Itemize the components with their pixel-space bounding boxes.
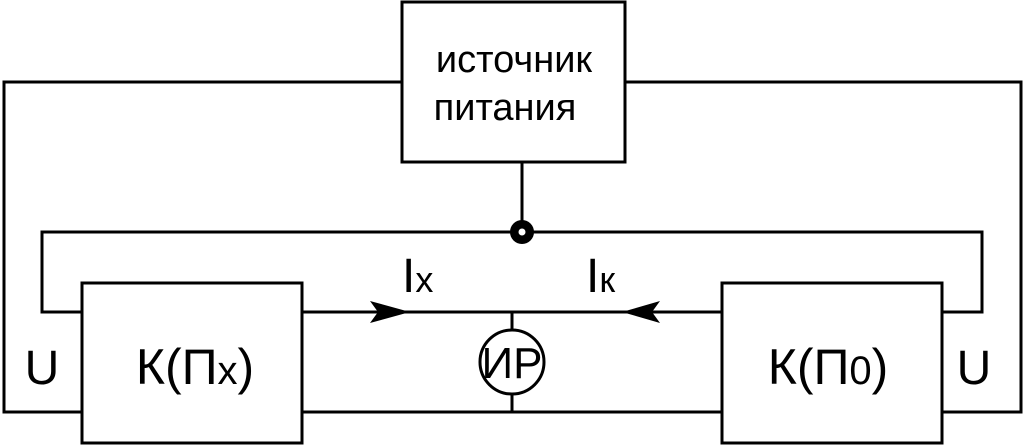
left-block-label-close: ) xyxy=(238,339,255,395)
right-block-label-close: ) xyxy=(872,339,889,395)
right-block-box xyxy=(720,281,944,445)
power-source-label-line2: питания xyxy=(434,87,577,129)
meter-circle xyxy=(478,328,546,396)
voltage-label-left: U xyxy=(25,342,60,395)
arrow-left-icon xyxy=(622,301,660,323)
meter-label: ИР xyxy=(482,339,543,388)
current-label-right: Iк xyxy=(586,250,615,303)
outer-wire-right xyxy=(625,80,1023,414)
left-block-label-main: К(П xyxy=(136,339,218,395)
outer-wire-left xyxy=(2,80,402,414)
left-block-label: К(Пx) xyxy=(136,339,254,395)
power-source-box xyxy=(400,0,627,164)
left-block-box xyxy=(80,281,304,445)
inner-bus-right xyxy=(522,230,984,314)
current-label-right-main: I xyxy=(586,250,599,303)
current-label-left-main: I xyxy=(402,250,415,303)
inner-bus-left xyxy=(40,230,522,314)
right-block-label: К(П0) xyxy=(768,339,889,395)
current-label-left-sub: x xyxy=(415,259,433,300)
power-source-label-line1: источник xyxy=(436,39,593,81)
voltage-label-right: U xyxy=(957,342,992,395)
arrow-right-icon xyxy=(370,301,410,323)
right-block-label-main: К(П xyxy=(768,339,850,395)
junction-node-dot xyxy=(518,228,526,236)
current-label-right-sub: к xyxy=(599,259,615,300)
current-label-left: Ix xyxy=(402,250,433,303)
right-block-label-sub: 0 xyxy=(849,349,871,393)
left-block-label-sub: x xyxy=(218,349,238,393)
